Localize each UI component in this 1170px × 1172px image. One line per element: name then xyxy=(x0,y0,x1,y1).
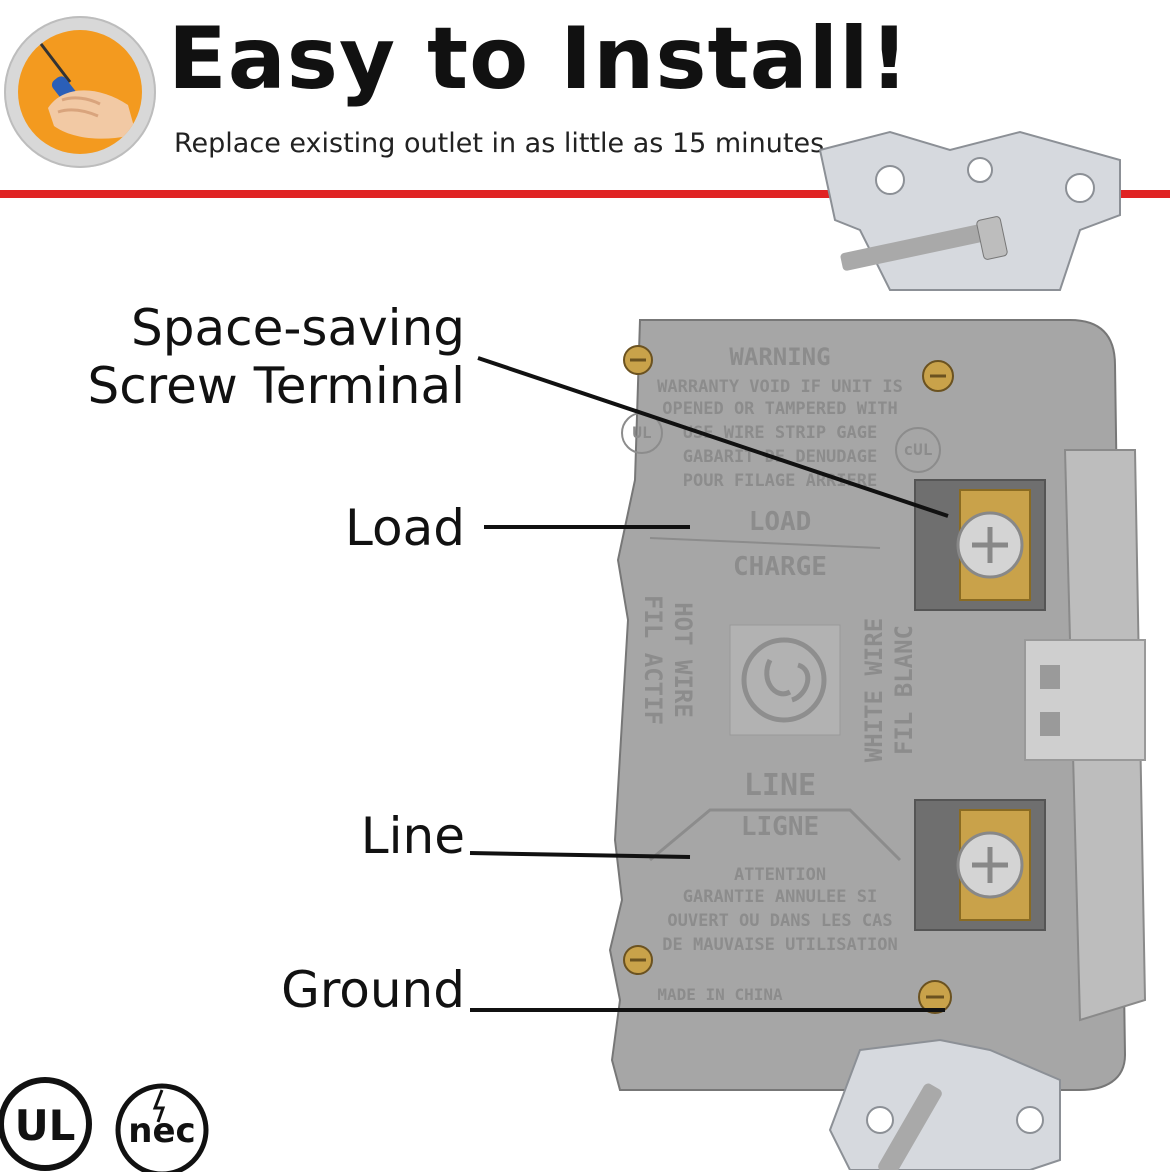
hand-screwdriver-icon xyxy=(18,30,142,154)
fil-actif-label: FIL ACTIF xyxy=(639,595,667,725)
gfci-receptacle-back-view: WARNING WARRANTY VOID IF UNIT IS OPENED … xyxy=(608,130,1147,1170)
housing-screw xyxy=(922,360,954,392)
attention-line: DE MAUVAISE UTILISATION xyxy=(662,935,897,955)
white-wire-label: WHITE WIRE xyxy=(860,618,888,763)
strap-hole xyxy=(866,1106,894,1134)
callout-line-2: Screw Terminal xyxy=(87,356,465,415)
callout-line: Line xyxy=(360,807,465,865)
warning-line: POUR FILAGE ARRIERE xyxy=(683,471,877,491)
cul-mark-embossed: cUL xyxy=(904,440,933,459)
strap-hole xyxy=(967,157,993,183)
ul-mark-embossed: UL xyxy=(632,423,651,442)
ul-logo-text: UL xyxy=(15,1101,76,1150)
mounting-screw-bottom xyxy=(878,1083,942,1170)
warning-line: GABARIT DE DENUDAGE xyxy=(683,447,877,467)
line-zone-outline xyxy=(649,808,902,862)
page-subtitle: Replace existing outlet in as little as … xyxy=(174,128,825,159)
install-badge-icon xyxy=(4,16,156,168)
callout-space-saving-terminal: Space-saving Screw Terminal xyxy=(87,299,465,415)
lightning-bolt-icon xyxy=(152,1089,166,1123)
warning-line: USE WIRE STRIP GAGE xyxy=(683,423,877,443)
strap-hole xyxy=(1065,173,1095,203)
strap-hole xyxy=(875,165,905,195)
page-title: Easy to Install! xyxy=(168,9,910,109)
fil-blanc-label: FIL BLANC xyxy=(890,625,918,755)
load-screw-terminal xyxy=(914,479,1046,611)
callout-line-1: Space-saving xyxy=(130,299,465,357)
mounting-screw-top xyxy=(840,216,1008,271)
ul-certification-logo: UL xyxy=(0,1077,92,1171)
warning-line: OPENED OR TAMPERED WITH xyxy=(662,399,897,419)
strap-hole xyxy=(1016,1106,1044,1134)
load-label-embossed: LOAD xyxy=(749,507,812,537)
housing-screw xyxy=(623,345,653,375)
nec-compliance-logo: nec xyxy=(115,1083,209,1172)
hot-wire-label: HOT WIRE xyxy=(669,602,697,718)
ge-logo-icon xyxy=(741,637,827,723)
warning-line: WARRANTY VOID IF UNIT IS xyxy=(657,377,903,397)
attention-line: OUVERT OU DANS LES CAS xyxy=(667,911,892,931)
ground-screw xyxy=(918,980,952,1014)
attention-line: GARANTIE ANNULEE SI xyxy=(683,887,877,907)
housing-clip xyxy=(1024,639,1146,761)
warning-title: WARNING xyxy=(729,343,830,371)
callout-ground: Ground xyxy=(281,961,465,1019)
load-arrow xyxy=(649,537,881,549)
charge-label-embossed: CHARGE xyxy=(733,552,827,582)
mounting-strap-bottom xyxy=(828,1038,1061,1170)
ligne-label-embossed: LIGNE xyxy=(741,812,819,842)
callout-load: Load xyxy=(345,499,465,557)
housing-screw xyxy=(623,945,653,975)
line-screw-terminal xyxy=(914,799,1046,931)
clip-slot xyxy=(1040,712,1060,736)
attention-line: ATTENTION xyxy=(734,865,826,885)
header-divider xyxy=(0,190,1170,198)
clip-slot xyxy=(1040,665,1060,689)
nec-logo-text: nec xyxy=(128,1111,195,1151)
made-in-label: MADE IN CHINA xyxy=(657,985,783,1004)
line-label-embossed: LINE xyxy=(744,768,816,803)
